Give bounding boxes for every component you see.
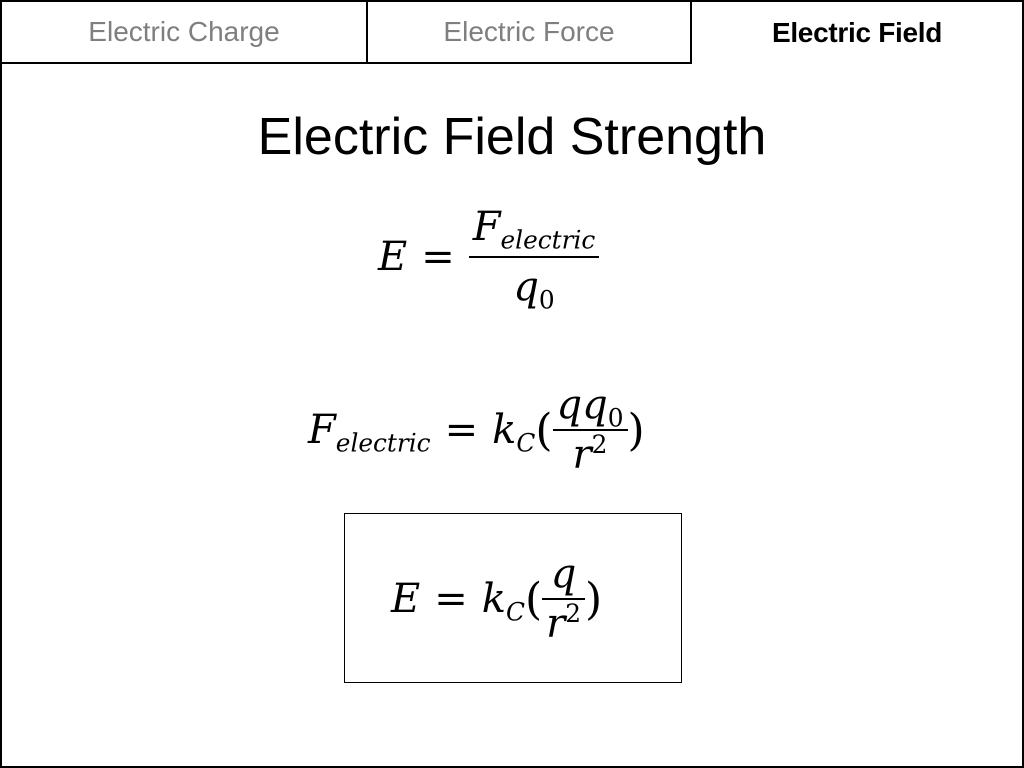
slide-title: Electric Field Strength (257, 108, 767, 166)
subscript-electric: electric (500, 225, 596, 255)
fraction-numerator: q (550, 551, 577, 597)
field-symbol: E (391, 576, 421, 622)
fraction-denominator: r2 (572, 430, 608, 478)
tab-bar: Electric Charge Electric Force Electric … (2, 2, 1022, 64)
force-over-charge-fraction: Felectric q0 (468, 198, 600, 316)
open-paren: ( (535, 404, 553, 456)
coulomb-force-equation: Felectric = kC ( qq0 r2 ) (308, 374, 645, 486)
close-paren: ) (627, 404, 645, 456)
subscript-zero: 0 (538, 285, 555, 315)
force-symbol: Felectric (308, 407, 431, 458)
fraction-bar (542, 598, 586, 600)
fraction-denominator: q0 (513, 264, 555, 315)
coulomb-constant: kC (492, 407, 536, 458)
fraction-bar (468, 256, 600, 258)
fraction-denominator: r2 (546, 599, 582, 647)
close-paren: ) (585, 573, 603, 625)
field-result-equation: E = kC ( q r2 ) (391, 544, 602, 654)
coulomb-constant: kC (481, 576, 525, 627)
field-symbol: E (378, 234, 408, 280)
open-paren: ( (524, 573, 543, 625)
field-definition-equation: E = Felectric q0 (378, 192, 600, 322)
equals-sign: = (434, 576, 468, 622)
fraction-bar (552, 429, 628, 431)
fraction-numerator: Felectric (472, 204, 596, 255)
tab-electric-force[interactable]: Electric Force (368, 2, 692, 64)
tab-electric-field[interactable]: Electric Field (771, 17, 943, 48)
charges-over-distance-fraction: qq0 r2 (552, 381, 628, 479)
tab-electric-charge[interactable]: Electric Charge (2, 2, 368, 64)
result-box: E = kC ( q r2 ) (344, 513, 682, 683)
charge-over-distance-fraction: q r2 (542, 550, 586, 648)
equals-sign: = (444, 407, 479, 453)
fraction-numerator: qq0 (556, 382, 624, 433)
equals-sign: = (421, 234, 455, 280)
